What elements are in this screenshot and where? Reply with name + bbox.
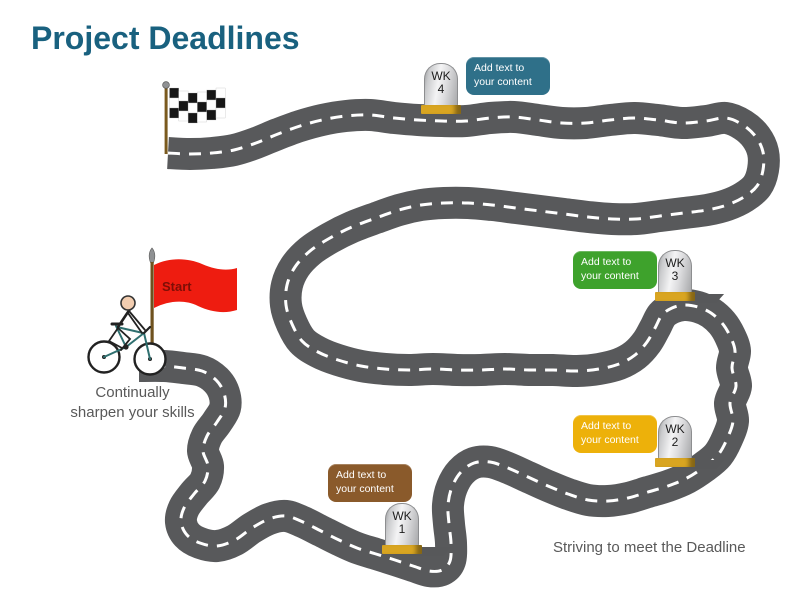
callout-line1: Add text to xyxy=(474,62,525,74)
cyclist-icon xyxy=(87,295,167,376)
milestone-stone-icon: WK 4 xyxy=(424,63,458,106)
start-note: Continually sharpen your skills xyxy=(50,383,215,424)
milestone-base xyxy=(655,458,695,467)
callout-wk4[interactable]: Add text to your content xyxy=(466,57,550,95)
milestone-base xyxy=(382,545,422,554)
milestone-wk1: WK 1 xyxy=(382,503,452,559)
milestone-week-label: WK xyxy=(665,422,685,436)
milestone-stone-icon: WK 2 xyxy=(658,416,692,459)
callout-wk2[interactable]: Add text to your content xyxy=(573,415,657,453)
milestone-base xyxy=(655,292,695,301)
milestone-wk3: WK 3 xyxy=(655,250,725,306)
road xyxy=(138,98,780,588)
checker-cells xyxy=(169,87,226,124)
checkered-flag-icon xyxy=(162,81,226,154)
callout-line2: your content xyxy=(474,75,532,88)
page-title: Project Deadlines xyxy=(31,20,300,56)
milestone-week-number: 2 xyxy=(671,435,679,450)
milestone-base xyxy=(421,105,461,114)
start-flag-banner xyxy=(154,259,237,313)
red-flag-icon: Start xyxy=(148,247,237,366)
callout-line2: your content xyxy=(581,269,639,282)
milestone-week-number: 4 xyxy=(437,82,445,97)
callout-line2: your content xyxy=(581,433,639,446)
callout-line1: Add text to xyxy=(581,420,632,432)
callout-line2: your content xyxy=(336,482,394,495)
road-center-line xyxy=(138,113,766,573)
milestone-week-number: 3 xyxy=(671,269,679,284)
start-note-line2: sharpen your skills xyxy=(70,404,195,422)
milestone-week-label: WK xyxy=(665,256,685,270)
start-flag-label: Start xyxy=(162,279,192,294)
finish-flag-pole xyxy=(164,86,168,154)
milestone-wk4: WK 4 xyxy=(421,63,491,119)
start-note-line1: Continually xyxy=(95,384,170,401)
milestone-wk2: WK 2 xyxy=(655,416,725,472)
milestone-stone-icon: WK 3 xyxy=(658,250,692,293)
callout-line1: Add text to xyxy=(336,469,387,481)
finish-note: Striving to meet the Deadline xyxy=(553,539,746,556)
callout-line1: Add text to xyxy=(581,256,632,268)
milestone-week-number: 1 xyxy=(398,522,406,537)
start-flag-pole xyxy=(150,262,154,366)
milestone-stone-icon: WK 1 xyxy=(385,503,419,546)
milestone-week-label: WK xyxy=(392,509,412,523)
finish-flag-pole-top xyxy=(162,81,170,89)
callout-wk3[interactable]: Add text to your content xyxy=(573,251,657,289)
callout-wk1[interactable]: Add text to your content xyxy=(328,464,412,502)
milestone-week-label: WK xyxy=(431,69,451,83)
